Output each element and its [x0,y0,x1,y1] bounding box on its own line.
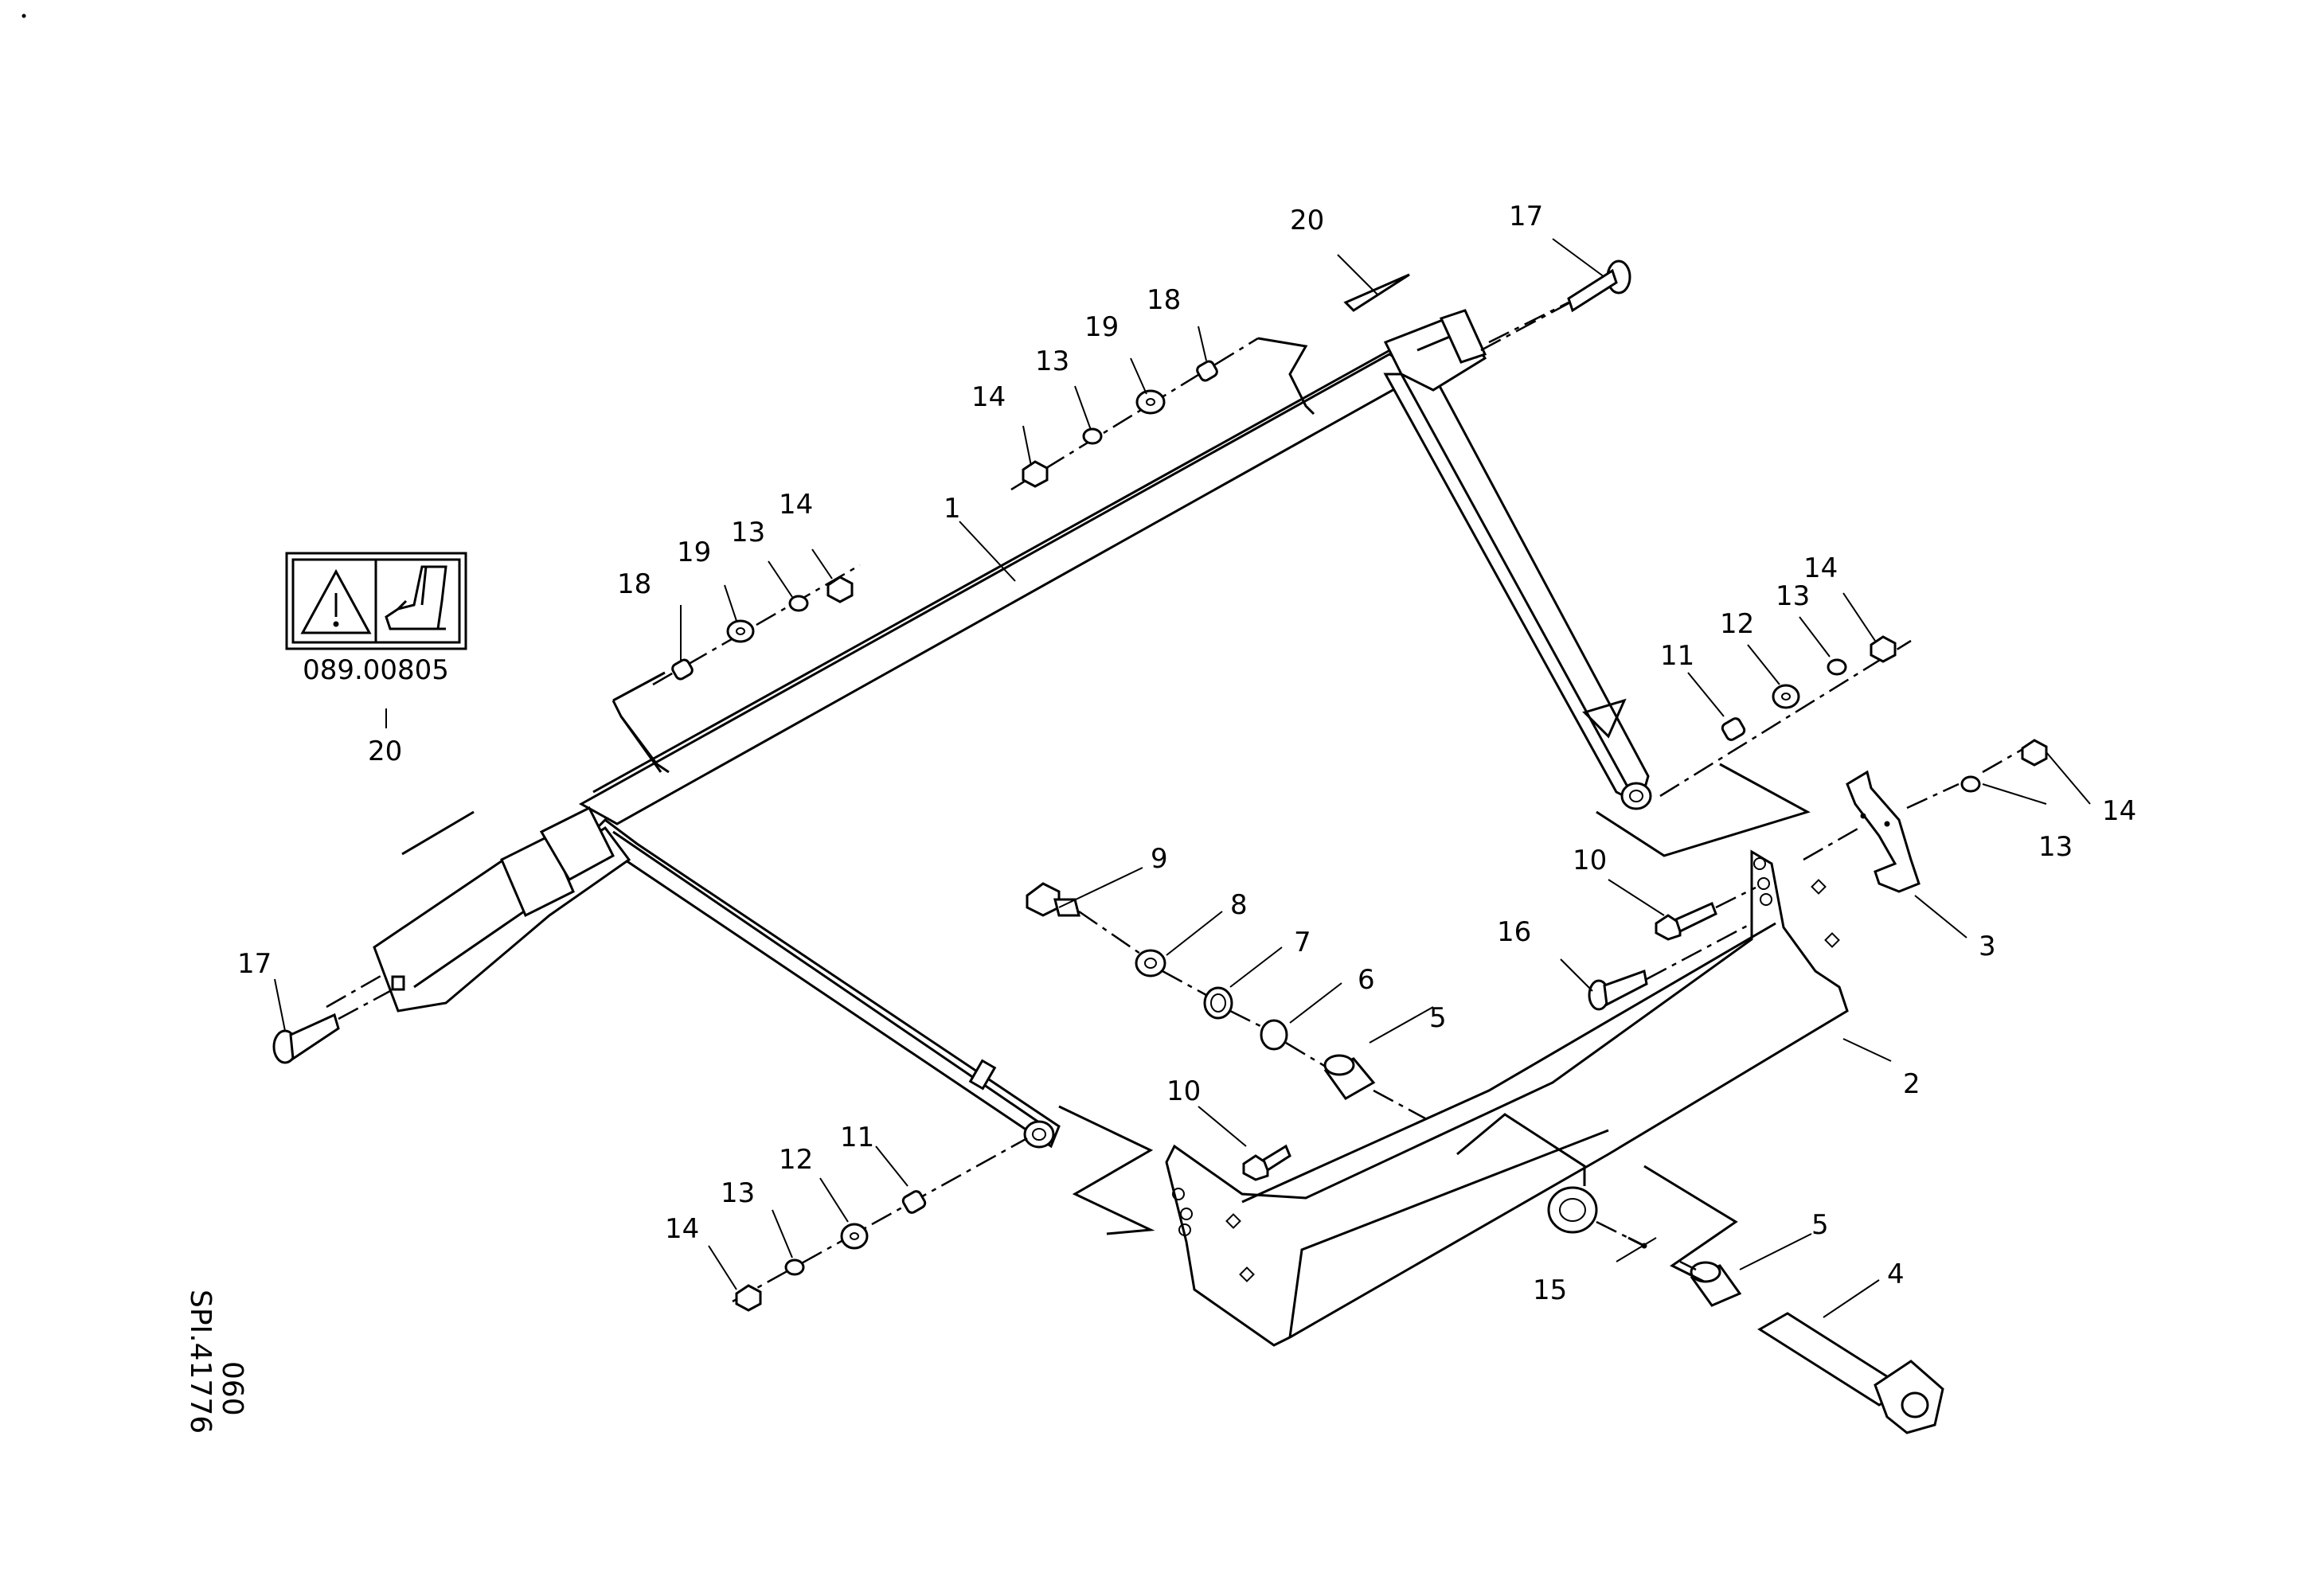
callout-13-left: 13 [731,517,765,548]
callout-14-far-right: 14 [2102,795,2136,827]
callout-13-lower-left: 13 [721,1177,755,1209]
callout-10-upper: 10 [1573,845,1607,876]
callout-19-left: 19 [677,537,711,568]
callout-2: 2 [1903,1068,1920,1100]
callout-12-right: 12 [1720,608,1754,640]
hardware-stack-lower-left [732,1137,1028,1312]
callout-20-left: 20 [368,736,402,767]
callout-9: 9 [1151,843,1168,875]
callout-13-top: 13 [1035,345,1069,377]
boot-crush-icon [385,565,447,630]
callout-17-right: 17 [1509,201,1543,232]
callout-14-top: 14 [971,381,1006,413]
callout-1: 1 [944,493,961,525]
hardware-stack-top-middle [1010,337,1259,491]
corner-mark [21,14,26,18]
mount-bracket-part-2 [1165,849,1849,1347]
callout-16: 16 [1497,916,1531,948]
drawing-code-line1: SPI.41776 [184,1290,217,1434]
callout-12-left: 12 [779,1144,813,1176]
callout-14-lower-left: 14 [665,1213,699,1245]
hardware-stack-far-right [1960,739,2048,793]
callout-11-left: 11 [840,1122,874,1153]
ring-part-7 [1203,986,1233,1020]
callout-13-right: 13 [1776,580,1810,612]
callout-14-right: 14 [1803,552,1838,584]
bushing-part-5 [1323,1054,1742,1307]
callout-5-lower: 5 [1811,1209,1829,1241]
drawing-code-line2: 060 [216,1361,248,1416]
decal-strip-part-20-right [1343,273,1410,312]
cotter-pin-part-15 [1627,1236,1647,1249]
callout-18-left: 18 [617,568,651,600]
bolt-part-10-upper [1655,901,1717,941]
callout-14-left: 14 [779,489,813,521]
callout-18-top: 18 [1147,284,1181,316]
callout-5-upper: 5 [1429,1002,1447,1034]
small-bracket-part-3 [1846,770,1920,893]
callout-7: 7 [1294,927,1311,958]
hardware-stack-left-upper [652,564,861,686]
hardware-stack-right [1659,635,1912,798]
bolt-part-9 [1026,882,1080,917]
callout-15: 15 [1533,1274,1567,1306]
callout-6: 6 [1358,964,1375,996]
drawing-code: SPI.41776 060 [184,1290,248,1434]
leader-lines [274,238,2091,1318]
bolt-part-10-lower [1242,1144,1291,1181]
washer-part-8 [1135,949,1166,978]
callout-8: 8 [1230,889,1248,921]
decal-part-number: 089.00805 [303,654,449,686]
callout-17-left: 17 [237,948,272,980]
callout-10-lower: 10 [1166,1075,1201,1107]
decal-strip-part-20-left [401,810,475,856]
warning-triangle-icon [300,568,372,634]
callout-20-right: 20 [1290,205,1324,236]
callout-11-right: 11 [1660,640,1694,672]
callouts: 1 2 3 4 5 5 6 7 8 9 10 10 11 11 12 12 13… [237,201,2136,1306]
warning-decal: 089.00805 [285,552,467,686]
callout-4: 4 [1887,1258,1905,1290]
callout-19-top: 19 [1084,311,1119,343]
callout-13-far-right: 13 [2038,831,2073,863]
ring-part-6 [1260,1019,1288,1051]
pivot-pin-part-4 [1757,1312,1944,1434]
bolt-part-17-right [1567,259,1631,313]
callout-3: 3 [1979,931,1996,962]
bolt-part-16 [1588,969,1648,1011]
a-frame-part-1 [326,289,1652,1149]
